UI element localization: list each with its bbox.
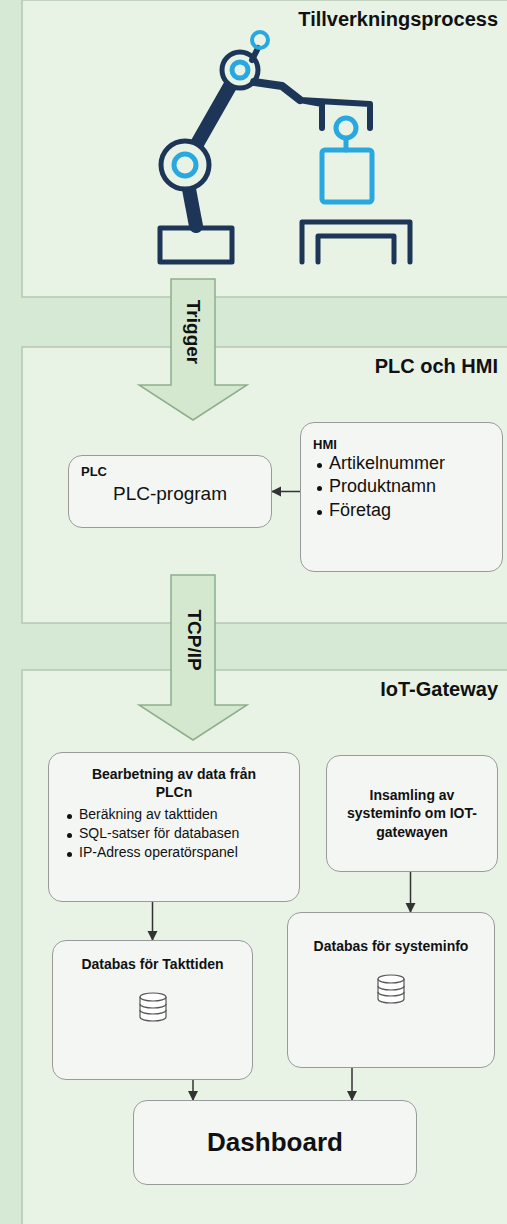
plc-box: PLC PLC-program <box>68 455 272 528</box>
block-arrow <box>139 575 247 740</box>
band-title: PLC och HMI <box>375 355 498 378</box>
database-icon <box>138 991 168 1023</box>
box-heading: Dashboard <box>144 1127 406 1158</box>
block-arrow <box>139 279 247 420</box>
database-icon <box>376 973 406 1005</box>
database-box: Databas för Takttiden <box>52 940 253 1080</box>
box-heading: HMI <box>313 437 490 452</box>
process-box: Bearbetning av data från PLCnBeräkning a… <box>48 752 300 902</box>
process-band: Tillverkningsprocess <box>22 0 507 297</box>
band-title: IoT-Gateway <box>380 678 498 701</box>
band-title: Tillverkningsprocess <box>298 8 498 31</box>
box-heading: Databas för systeminfo <box>300 937 482 955</box>
box-heading: Insamling av systeminfo om IOT-gatewayen <box>339 786 485 841</box>
connector-arrow <box>351 1068 353 1100</box>
band-fill <box>22 0 507 297</box>
connector-arrow <box>192 1080 194 1100</box>
connector-arrow <box>152 902 154 940</box>
bullet-item: IP-Adress operatörspanel <box>63 843 285 862</box>
gateway-band: IoT-GatewayBearbetning av data från PLCn… <box>22 670 507 1224</box>
plc-band: PLC och HMI PLC PLC-program HMIArtikelnumme… <box>22 347 507 623</box>
bullet-item: SQL-satser för databasen <box>63 824 285 843</box>
box-heading: Databas för Takttiden <box>65 955 240 973</box>
box-heading: Bearbetning av data från PLCn <box>74 765 274 801</box>
connector-arrow <box>272 491 300 493</box>
hmi-box: HMIArtikelnummerProduktnamnFöretag <box>300 422 503 572</box>
bullet-item: Produktnamn <box>313 475 490 498</box>
arrow-label: Trigger <box>182 300 204 364</box>
box-text: PLC-program <box>81 483 259 505</box>
bullet-item: Beräkning av takttiden <box>63 805 285 824</box>
arrow-label: TCP/IP <box>182 609 204 670</box>
connector-arrow <box>410 872 412 912</box>
collect-box: Insamling av systeminfo om IOT-gatewayen <box>326 755 498 872</box>
bullet-item: Artikelnummer <box>313 452 490 475</box>
bullet-item: Företag <box>313 499 490 522</box>
band-fill <box>22 347 507 623</box>
dashboard-box: Dashboard <box>133 1100 417 1185</box>
box-heading: PLC <box>81 464 259 479</box>
band-fill <box>22 670 507 1224</box>
database-box: Databas för systeminfo <box>287 912 495 1068</box>
